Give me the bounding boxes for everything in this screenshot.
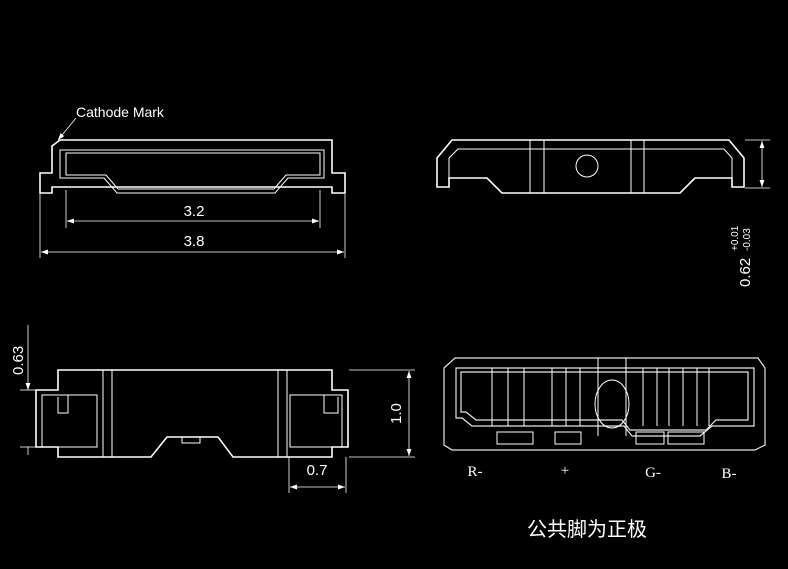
top-view-inner-lens-edge [65, 152, 321, 190]
dim-front-depth: 1.0 [388, 403, 405, 424]
dim-side-tol-plus: +0.01 [730, 225, 741, 251]
dim-side-height: 0.62 [737, 258, 754, 287]
pin-label-blue: B- [722, 466, 737, 482]
pin-view-hole [594, 379, 630, 429]
pin-label-green: G- [645, 465, 661, 481]
pin-view-outline [443, 357, 766, 451]
pin-caption: 公共脚为正极 [527, 517, 647, 541]
front-view-outline [35, 369, 349, 458]
front-view: 0.63 1.0 0.7 [10, 325, 415, 493]
top-view: 3.2 3.8 Cathode Mark [39, 104, 346, 258]
dim-front-height: 0.63 [10, 346, 27, 375]
side-view-outline [436, 139, 745, 194]
top-view-inner-lens [59, 149, 325, 194]
side-view: 0.62 +0.01 -0.03 [436, 139, 770, 287]
side-view-hole [575, 154, 599, 178]
dim-outer-width: 3.8 [184, 233, 205, 250]
dim-inner-width: 3.2 [184, 203, 205, 220]
dim-side-tol-minus: -0.03 [742, 228, 753, 251]
top-view-outer-body [39, 139, 346, 194]
cathode-mark-label: Cathode Mark [76, 104, 165, 120]
dim-pad-width: 0.7 [307, 462, 328, 479]
pin-view: R- + G- B- 公共脚为正极 [443, 357, 766, 541]
pin-label-red: R- [468, 464, 483, 480]
pin-label-common: + [561, 463, 569, 479]
